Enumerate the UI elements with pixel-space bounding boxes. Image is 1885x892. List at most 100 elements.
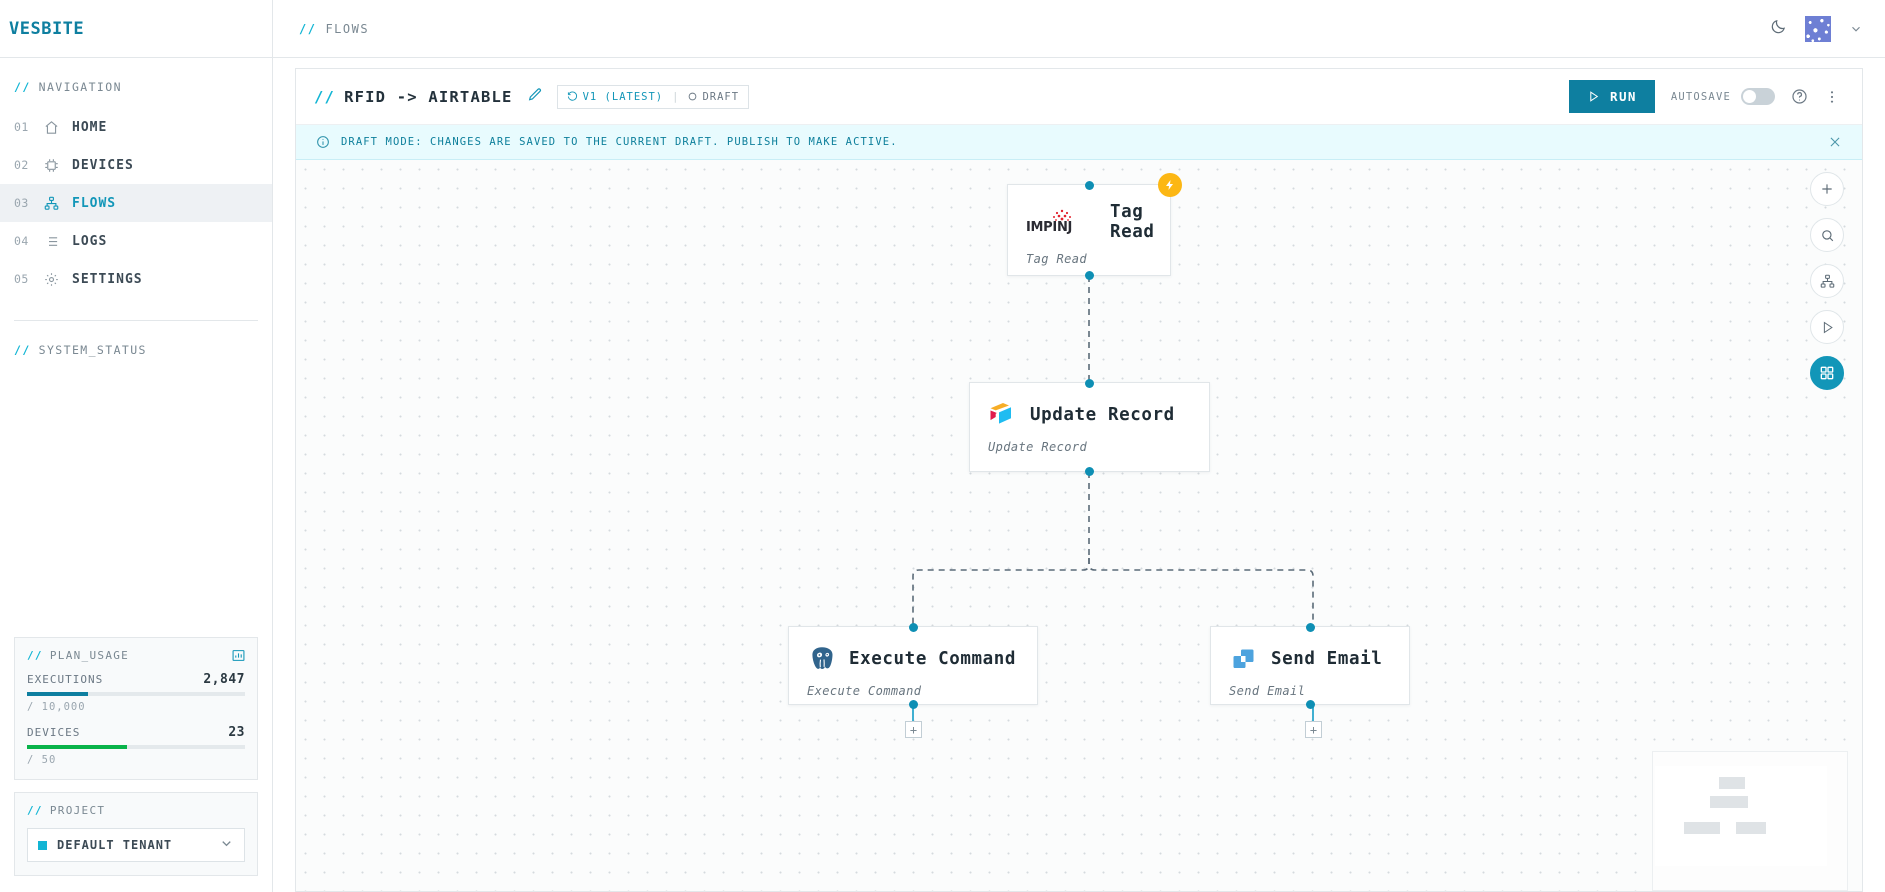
impinj-wordmark: IMPINJ [1026, 220, 1073, 235]
devices-progress-track [27, 745, 245, 749]
sidebar-item-settings[interactable]: 05 SETTINGS [0, 260, 272, 298]
node-execute-command[interactable]: Execute Command Execute Command [788, 622, 1038, 709]
navigation-section: // NAVIGATION 01 HOME 02 DEVICES 03 [0, 58, 272, 321]
breadcrumb: // FLOWS [299, 22, 369, 36]
plan-usage-header: // PLAN_USAGE [27, 649, 245, 662]
top-bar-actions [1770, 15, 1863, 42]
help-circle-icon[interactable] [1791, 88, 1808, 105]
run-button[interactable]: RUN [1569, 80, 1655, 113]
toggle-knob [1743, 90, 1756, 103]
node-subtitle: Execute Command [807, 684, 922, 698]
brand-logo[interactable]: VESBITE [0, 0, 272, 58]
node-input-port[interactable] [1084, 180, 1094, 190]
metric-label: EXECUTIONS [27, 673, 104, 686]
executions-limit: / 10,000 [27, 701, 86, 713]
node-header: Execute Command [789, 627, 1037, 674]
node-output-port[interactable] [1305, 699, 1315, 709]
run-preview-button[interactable] [1810, 310, 1844, 344]
draft-mode-banner: DRAFT MODE: CHANGES ARE SAVED TO THE CUR… [296, 125, 1862, 160]
sidebar-item-number: 03 [14, 196, 29, 210]
flow-title-group: // RFID -> AIRTABLE V1 (LATEST) | [314, 84, 750, 109]
run-button-label: RUN [1610, 89, 1637, 104]
sidebar-item-flows[interactable]: 03 FLOWS [0, 184, 272, 222]
node-subtitle: Tag Read [1026, 252, 1087, 266]
canvas-toolbar [1810, 172, 1844, 390]
chevron-down-icon[interactable] [1849, 22, 1863, 36]
metric-executions: EXECUTIONS 2,847 [27, 672, 245, 687]
content-area: // RFID -> AIRTABLE V1 (LATEST) | [273, 58, 1885, 892]
banner-content: DRAFT MODE: CHANGES ARE SAVED TO THE CUR… [316, 135, 898, 149]
pencil-icon[interactable] [527, 87, 543, 107]
edge-split-executecommand [912, 558, 1090, 626]
node-output-port[interactable] [908, 699, 918, 709]
node-output-port[interactable] [1084, 270, 1094, 280]
project-title: // PROJECT [27, 804, 245, 817]
lightning-badge[interactable] [1158, 173, 1182, 197]
info-icon [316, 135, 330, 149]
gear-icon [40, 272, 62, 287]
project-select[interactable]: DEFAULT TENANT [27, 828, 245, 862]
node-output-port[interactable] [1085, 466, 1094, 476]
navigation-label-text: NAVIGATION [38, 80, 122, 94]
flow-toolbar: // RFID -> AIRTABLE V1 (LATEST) | [296, 69, 1862, 125]
devices-limit: / 50 [27, 754, 57, 766]
slash-marker: // [27, 649, 43, 662]
minimap[interactable] [1652, 751, 1848, 891]
node-header: IMPINJ Tag Read [1008, 185, 1170, 242]
play-icon [1587, 90, 1600, 103]
autosave-toggle[interactable] [1741, 88, 1775, 105]
node-input-port[interactable] [1305, 622, 1315, 632]
auto-layout-button[interactable] [1810, 264, 1844, 298]
sidebar-item-home[interactable]: 01 HOME [0, 108, 272, 146]
slash-marker: // [314, 87, 336, 106]
hierarchy-icon [1820, 274, 1834, 288]
close-icon[interactable] [1828, 135, 1842, 149]
metric-value: 23 [228, 725, 245, 740]
plus-icon [1822, 184, 1832, 194]
node-subtitle: Send Email [1229, 684, 1306, 698]
sidebar-item-devices[interactable]: 02 DEVICES [0, 146, 272, 184]
node-tag-read[interactable]: IMPINJ Tag Read Tag Read [1007, 173, 1182, 280]
breadcrumb-text: FLOWS [325, 21, 370, 36]
node-send-email[interactable]: Send Email Send Email [1210, 622, 1410, 709]
version-badge[interactable]: V1 (LATEST) | DRAFT [556, 84, 750, 109]
project-name: DEFAULT TENANT [57, 838, 173, 852]
add-node-button[interactable]: + [905, 721, 922, 738]
brand-name: VESBITE [9, 18, 85, 39]
zoom-search-button[interactable] [1810, 218, 1844, 252]
postgresql-logo [807, 644, 837, 674]
sidebar-item-number: 05 [14, 272, 29, 286]
circle-icon [689, 92, 697, 101]
grid-view-button[interactable] [1810, 356, 1844, 390]
sidebar-item-label: FLOWS [72, 195, 117, 211]
moon-icon[interactable] [1770, 18, 1787, 39]
minimap-viewport [1655, 766, 1827, 866]
metric-label: DEVICES [27, 726, 81, 739]
devices-progress-fill [27, 745, 128, 749]
list-icon [40, 234, 62, 249]
sidebar-item-label: DEVICES [72, 157, 134, 173]
node-input-port[interactable] [1085, 378, 1094, 388]
system-status-label: // SYSTEM_STATUS [0, 343, 272, 357]
state-text: DRAFT [702, 90, 740, 103]
sidebar-item-logs[interactable]: 04 LOGS [0, 222, 272, 260]
flow-editor-card: // RFID -> AIRTABLE V1 (LATEST) | [295, 68, 1863, 892]
bar-chart-icon[interactable] [232, 649, 245, 662]
sidebar-spacer [0, 371, 272, 637]
minimap-node [1684, 822, 1720, 834]
flow-canvas[interactable]: IMPINJ Tag Read Tag Read [296, 160, 1862, 891]
node-title: Execute Command [849, 649, 1017, 669]
system-status-label-text: SYSTEM_STATUS [38, 343, 147, 357]
kebab-menu-icon[interactable] [1824, 89, 1840, 105]
banner-text: DRAFT MODE: CHANGES ARE SAVED TO THE CUR… [341, 136, 898, 148]
node-input-port[interactable] [908, 622, 918, 632]
metric-value: 2,847 [203, 672, 245, 687]
add-button[interactable] [1810, 172, 1844, 206]
plan-usage-panel: // PLAN_USAGE EXECUTIONS 2,847 / 10,000 … [14, 637, 258, 780]
chip-icon [40, 158, 62, 173]
avatar[interactable] [1805, 15, 1831, 42]
sidebar-item-label: LOGS [72, 233, 108, 249]
add-node-button[interactable]: + [1305, 721, 1322, 738]
node-update-record[interactable]: Update Record Update Record [969, 378, 1210, 476]
minimap-node [1719, 777, 1745, 789]
